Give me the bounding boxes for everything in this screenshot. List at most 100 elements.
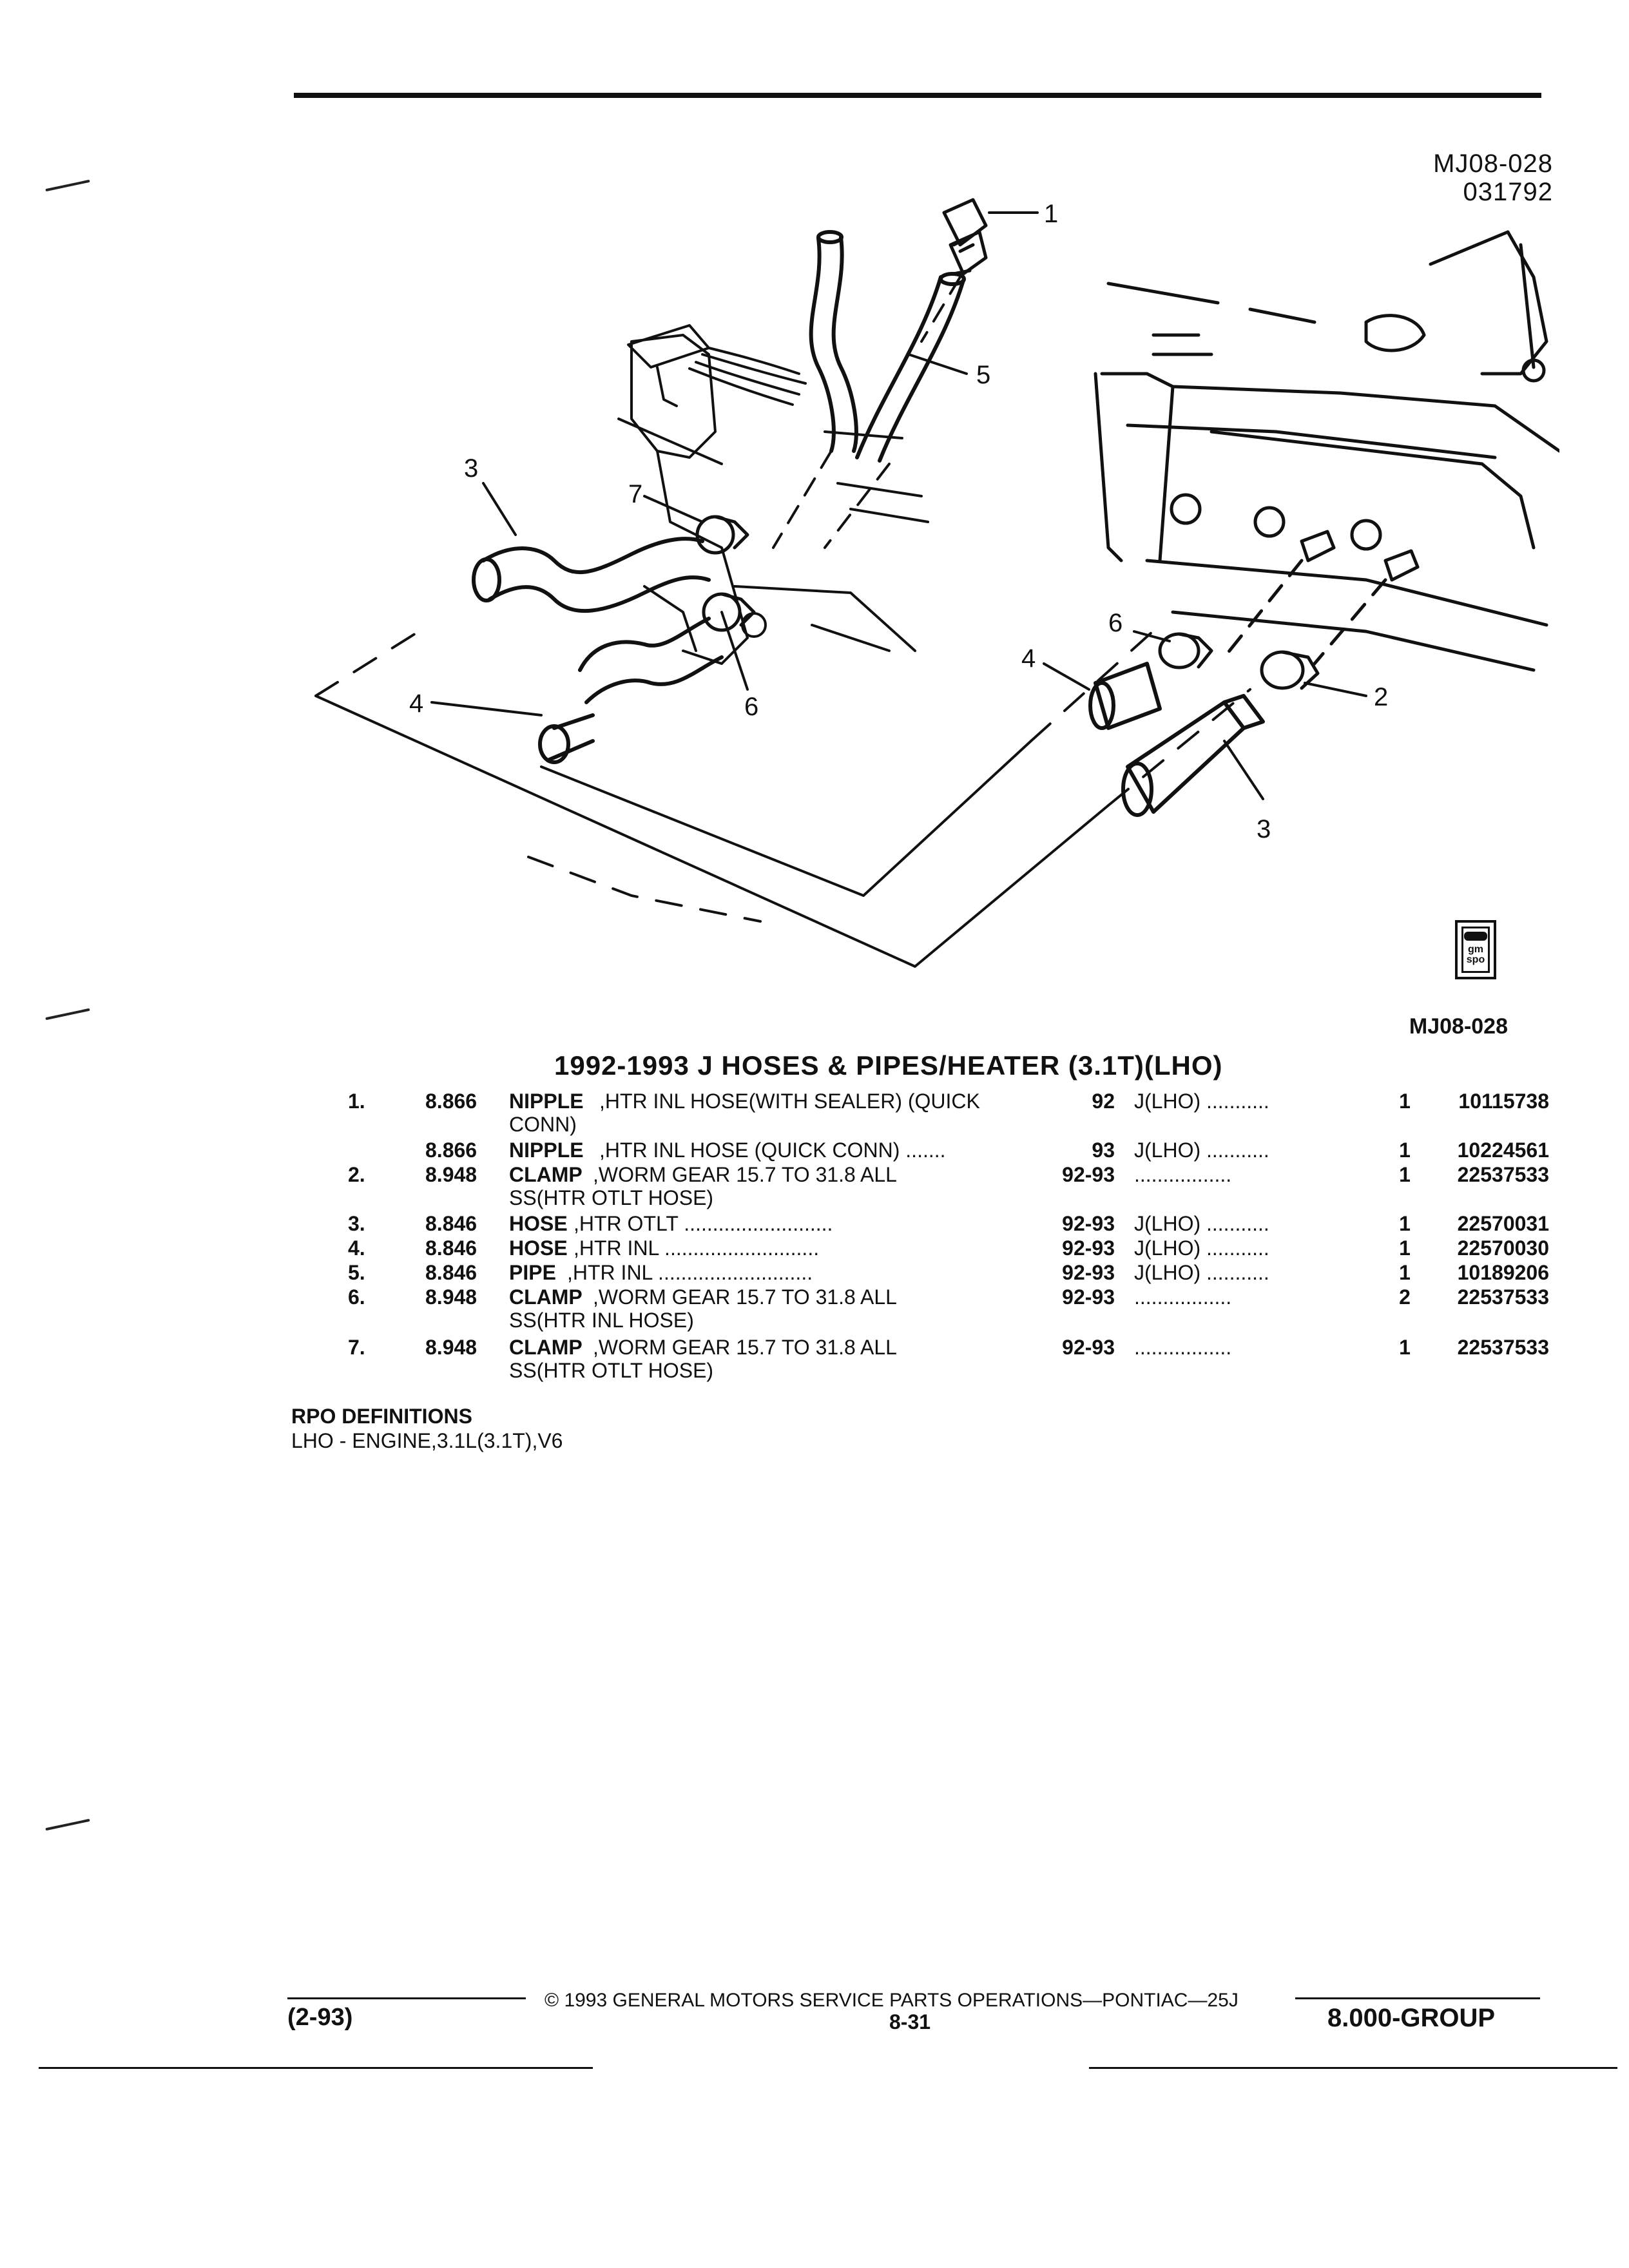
part-description-continued: SS(HTR OTLT HOSE) — [509, 1359, 714, 1382]
figure-code: MJ08-028 031792 — [1340, 149, 1553, 206]
page-title: 1992-1993 J HOSES & PIPES/HEATER (3.1T)(… — [554, 1050, 1223, 1081]
callout-4: 4 — [1021, 644, 1036, 673]
part-number: 22537533 — [1457, 1285, 1549, 1309]
bottom-rule-left — [39, 2067, 593, 2069]
heater-outlet-hose-sketch — [1121, 694, 1265, 817]
part-description-continued: SS(HTR INL HOSE) — [509, 1309, 694, 1332]
firewall-panel-sketch — [1094, 230, 1559, 672]
item-number: 3. — [348, 1212, 365, 1235]
margin-mark — [45, 1008, 90, 1021]
part-name: NIPPLE — [509, 1090, 584, 1113]
callout-7: 7 — [628, 480, 642, 508]
worm-gear-clamp — [695, 515, 749, 555]
part-name: NIPPLE — [509, 1139, 584, 1162]
part-number: 22537533 — [1457, 1163, 1549, 1186]
year-range: 92-93 — [1062, 1336, 1115, 1359]
part-name: HOSE — [509, 1236, 568, 1260]
quantity: 1 — [1399, 1212, 1411, 1235]
page-number: 8-31 — [889, 2010, 931, 2033]
part-number: 10115738 — [1458, 1090, 1549, 1113]
part-number: 10224561 — [1457, 1139, 1549, 1162]
year-range: 92-93 — [1062, 1285, 1115, 1309]
quantity: 1 — [1399, 1336, 1411, 1359]
callout-5: 5 — [976, 361, 990, 389]
callout-leaders — [430, 211, 1367, 800]
margin-mark — [45, 179, 90, 192]
callout-6: 6 — [1108, 609, 1123, 637]
electrical-connector-sketch — [627, 324, 807, 407]
part-description: ,WORM GEAR 15.7 TO 31.8 ALL — [593, 1163, 897, 1186]
group-number: 8.846 — [425, 1261, 477, 1284]
year-range: 92-93 — [1062, 1261, 1115, 1284]
copyright-notice: © 1993 GENERAL MOTORS SERVICE PARTS OPER… — [545, 1990, 1239, 2011]
part-description: ,HTR INL ........................... — [574, 1236, 820, 1260]
part-number: 22537533 — [1457, 1336, 1549, 1359]
part-name: CLAMP — [509, 1285, 583, 1309]
part-name: CLAMP — [509, 1163, 583, 1186]
quantity: 1 — [1399, 1139, 1411, 1162]
figure-id: MJ08-028 — [1433, 149, 1553, 178]
model-code: ................. — [1134, 1285, 1232, 1309]
part-description: ,HTR INL HOSE(WITH SEALER) (QUICK — [599, 1090, 980, 1113]
callout-3: 3 — [1257, 815, 1271, 843]
model-code: ................. — [1134, 1163, 1232, 1186]
exploded-parts-diagram: 1 5 3 7 4 6 6 4 2 3 — [314, 198, 1559, 968]
model-code: J(LHO) ........... — [1134, 1236, 1269, 1260]
group-number: 8.846 — [425, 1212, 477, 1235]
model-code: J(LHO) ........... — [1134, 1139, 1269, 1162]
year-range: 93 — [1092, 1139, 1115, 1162]
assembly-centerline — [772, 276, 961, 549]
group-number: 8.948 — [425, 1336, 477, 1359]
group-number: 8.948 — [425, 1285, 477, 1309]
year-range: 92-93 — [1062, 1212, 1115, 1235]
worm-gear-clamp — [1260, 650, 1320, 690]
top-rule — [294, 93, 1541, 98]
footer-rule-left — [287, 1997, 526, 1999]
heater-inlet-pipe — [809, 230, 966, 463]
year-range: 92-93 — [1062, 1236, 1115, 1260]
worm-gear-clamp — [702, 592, 756, 632]
group-number: 8.866 — [425, 1090, 477, 1113]
revision-date: (2-93) — [287, 2004, 353, 2031]
part-description: ,HTR INL HOSE (QUICK CONN) ....... — [599, 1139, 946, 1162]
bottom-rule-right — [1089, 2067, 1617, 2069]
quick-connect-nipple — [942, 198, 988, 276]
part-description: ,HTR OTLT .......................... — [574, 1212, 833, 1235]
callout-3: 3 — [464, 454, 478, 483]
item-number: 1. — [348, 1090, 365, 1113]
engine-block-sketch — [617, 334, 929, 665]
heater-inlet-hose-sketch — [538, 617, 724, 764]
year-range: 92-93 — [1062, 1163, 1115, 1186]
part-name: CLAMP — [509, 1336, 583, 1359]
callout-4: 4 — [409, 689, 423, 718]
item-number: 5. — [348, 1261, 365, 1284]
worm-gear-clamp — [1158, 632, 1213, 669]
item-number: 7. — [348, 1336, 365, 1359]
part-description: ,HTR INL ........................... — [567, 1261, 813, 1284]
part-description-continued: SS(HTR OTLT HOSE) — [509, 1186, 714, 1209]
part-description: ,WORM GEAR 15.7 TO 31.8 ALL — [593, 1336, 897, 1359]
callout-6: 6 — [744, 693, 758, 721]
margin-mark — [45, 1818, 90, 1831]
hose-routing-line — [314, 624, 1251, 968]
quantity: 1 — [1399, 1163, 1411, 1186]
part-name: HOSE — [509, 1212, 568, 1235]
quantity: 1 — [1399, 1261, 1411, 1284]
callout-2: 2 — [1374, 683, 1388, 711]
model-code: J(LHO) ........... — [1134, 1261, 1269, 1284]
model-code: J(LHO) ........... — [1134, 1212, 1269, 1235]
part-number: 22570030 — [1457, 1236, 1549, 1260]
item-number: 2. — [348, 1163, 365, 1186]
quantity: 1 — [1399, 1236, 1411, 1260]
part-description: ,WORM GEAR 15.7 TO 31.8 ALL — [593, 1285, 897, 1309]
model-code: ................. — [1134, 1336, 1232, 1359]
callout-1: 1 — [1044, 200, 1058, 228]
quantity: 2 — [1399, 1285, 1411, 1309]
year-range: 92 — [1092, 1090, 1115, 1113]
model-code: J(LHO) ........... — [1134, 1090, 1269, 1113]
rpo-definitions-heading: RPO DEFINITIONS — [291, 1405, 472, 1428]
group-number: 8.846 — [425, 1236, 477, 1260]
figure-date-code: 031792 — [1463, 178, 1553, 206]
part-number: 22570031 — [1457, 1212, 1549, 1235]
